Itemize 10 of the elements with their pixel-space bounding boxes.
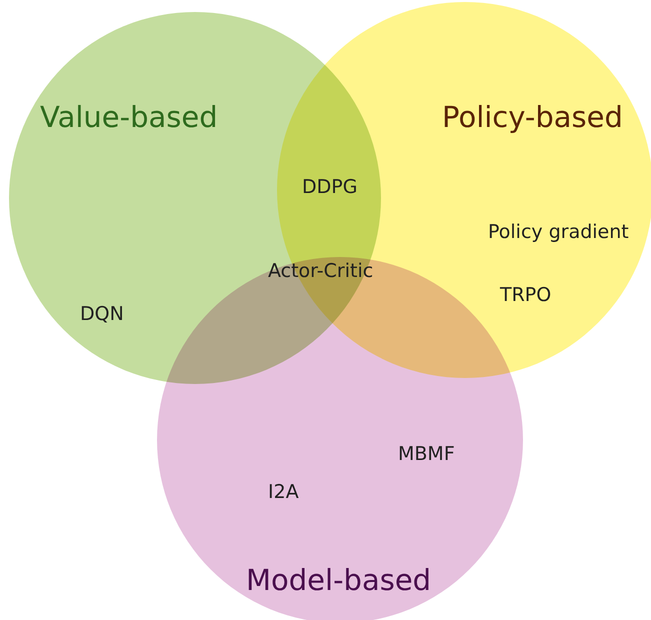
set-title: Value-based: [40, 100, 218, 135]
overlap-item: Actor-Critic: [268, 260, 374, 283]
overlap-item: DDPG: [302, 176, 358, 199]
set-title: Policy-based: [442, 100, 623, 135]
set-item: MBMF: [398, 443, 455, 466]
set-item: TRPO: [500, 284, 552, 307]
set-title: Model-based: [246, 563, 432, 598]
set-item: I2A: [268, 481, 299, 504]
set-item: Policy gradient: [488, 221, 629, 244]
set-item: DQN: [80, 303, 124, 326]
